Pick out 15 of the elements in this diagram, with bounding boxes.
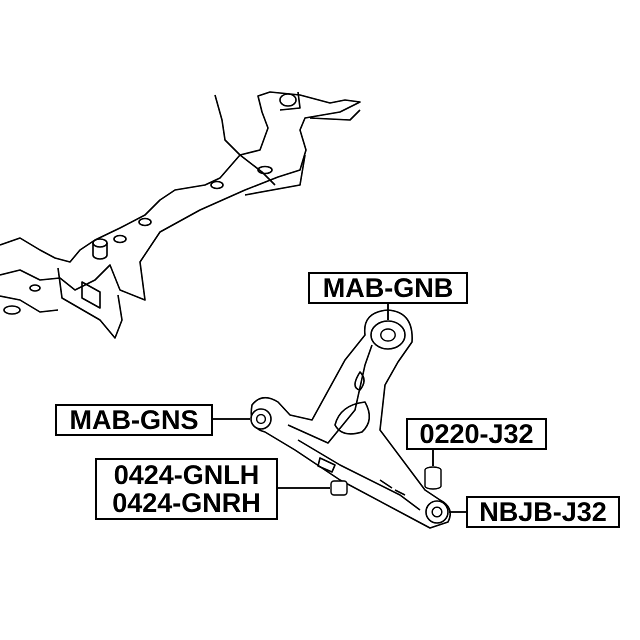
part-number-label: MAB-GNS xyxy=(55,404,213,436)
part-number-label: NBJB-J32 xyxy=(466,496,620,528)
leader-line xyxy=(432,450,434,466)
bushing-icon xyxy=(370,320,406,350)
leader-line xyxy=(213,418,250,420)
leader-line xyxy=(387,304,389,320)
arm-mount-icon xyxy=(330,480,348,496)
bushing-icon xyxy=(250,408,272,430)
leader-line xyxy=(278,487,330,489)
leader-line xyxy=(449,511,466,513)
part-number-label: 0220-J32 xyxy=(406,418,547,450)
ball-stud-icon xyxy=(424,466,442,490)
part-number-label: 0424-GNLH 0424-GNRH xyxy=(95,458,278,520)
part-number-label: MAB-GNB xyxy=(308,272,468,304)
bushing-icon xyxy=(425,500,449,524)
